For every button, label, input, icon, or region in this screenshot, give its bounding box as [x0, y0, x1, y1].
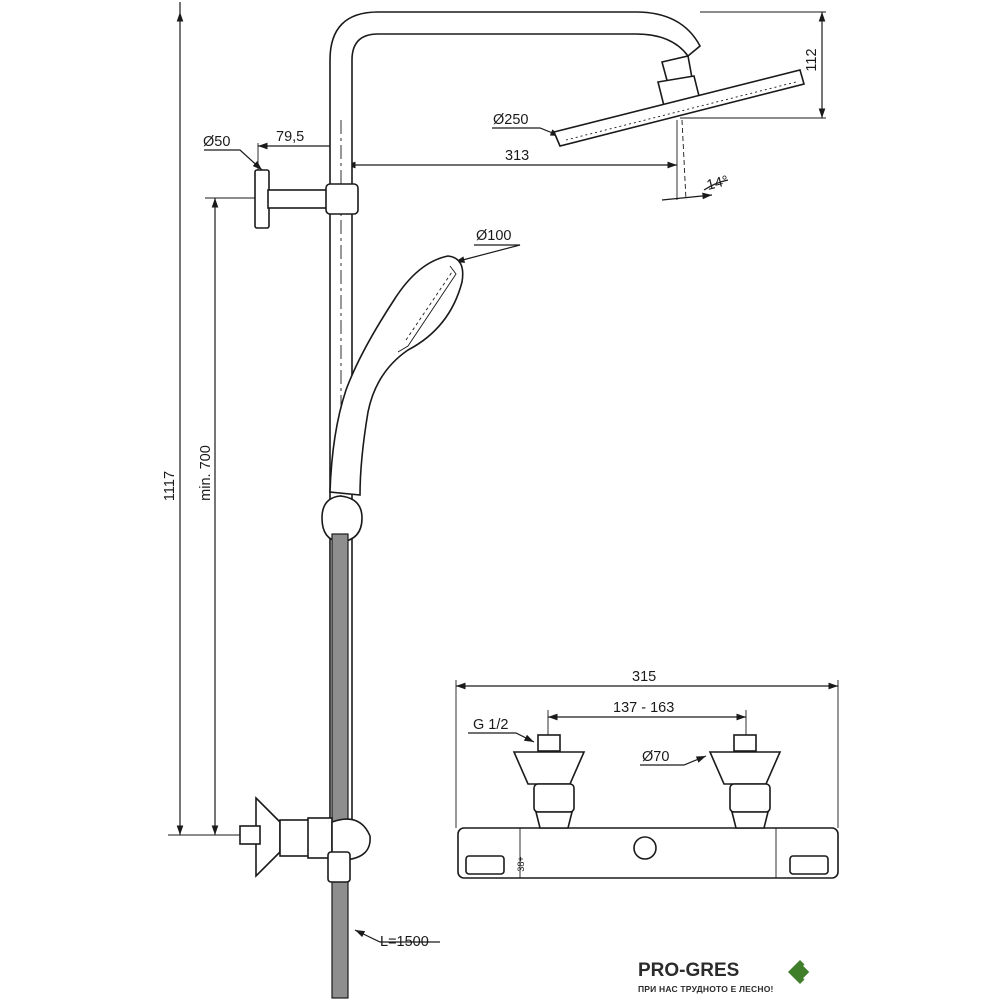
dim-hose-length: L=1500 [380, 934, 429, 950]
dim-connection-spacing: 137 - 163 [613, 700, 674, 716]
dim-tilt-angle: 14° [705, 173, 730, 194]
dim-min-height: min. 700 [198, 445, 214, 501]
dim-eccentric-diameter: Ø70 [642, 749, 669, 765]
dim-head-height: 112 [804, 48, 820, 71]
brand-name: PRO-GRES [638, 960, 739, 981]
dim-hand-shower-diameter: Ø100 [476, 228, 511, 244]
dimension-lines [176, 2, 838, 835]
dim-height-total: 1117 [162, 471, 178, 501]
thermostatic-mixer [457, 734, 839, 879]
dim-mixer-width: 315 [632, 669, 656, 685]
brand-tagline: ПРИ НАС ТРУДНОТО Е ЛЕСНО! [638, 984, 774, 994]
overhead-shower-head [552, 55, 805, 147]
brand-logo-mark: PRO-GRES ПРИ НАС ТРУДНОТО Е ЛЕСНО! [638, 960, 813, 994]
hand-shower [321, 255, 464, 543]
diamond-arrow-icon [788, 960, 813, 984]
dim-wall-flange-diameter: Ø50 [203, 134, 230, 150]
mixer-temp-mark: 38+ [516, 856, 526, 871]
extension-lines [168, 11, 839, 836]
wall-bracket [254, 169, 359, 229]
shower-hose [331, 533, 349, 999]
dim-arm-offset: 79,5 [276, 129, 304, 145]
brand-logo: PRO-GRES ПРИ НАС ТРУДНОТО Е ЛЕСНО! [638, 956, 828, 996]
dim-head-diameter: Ø250 [493, 112, 528, 128]
wall-outlet [239, 796, 371, 883]
dim-thread: G 1/2 [473, 717, 508, 733]
dim-arm-reach: 313 [505, 148, 529, 164]
leader-lines [204, 127, 707, 943]
